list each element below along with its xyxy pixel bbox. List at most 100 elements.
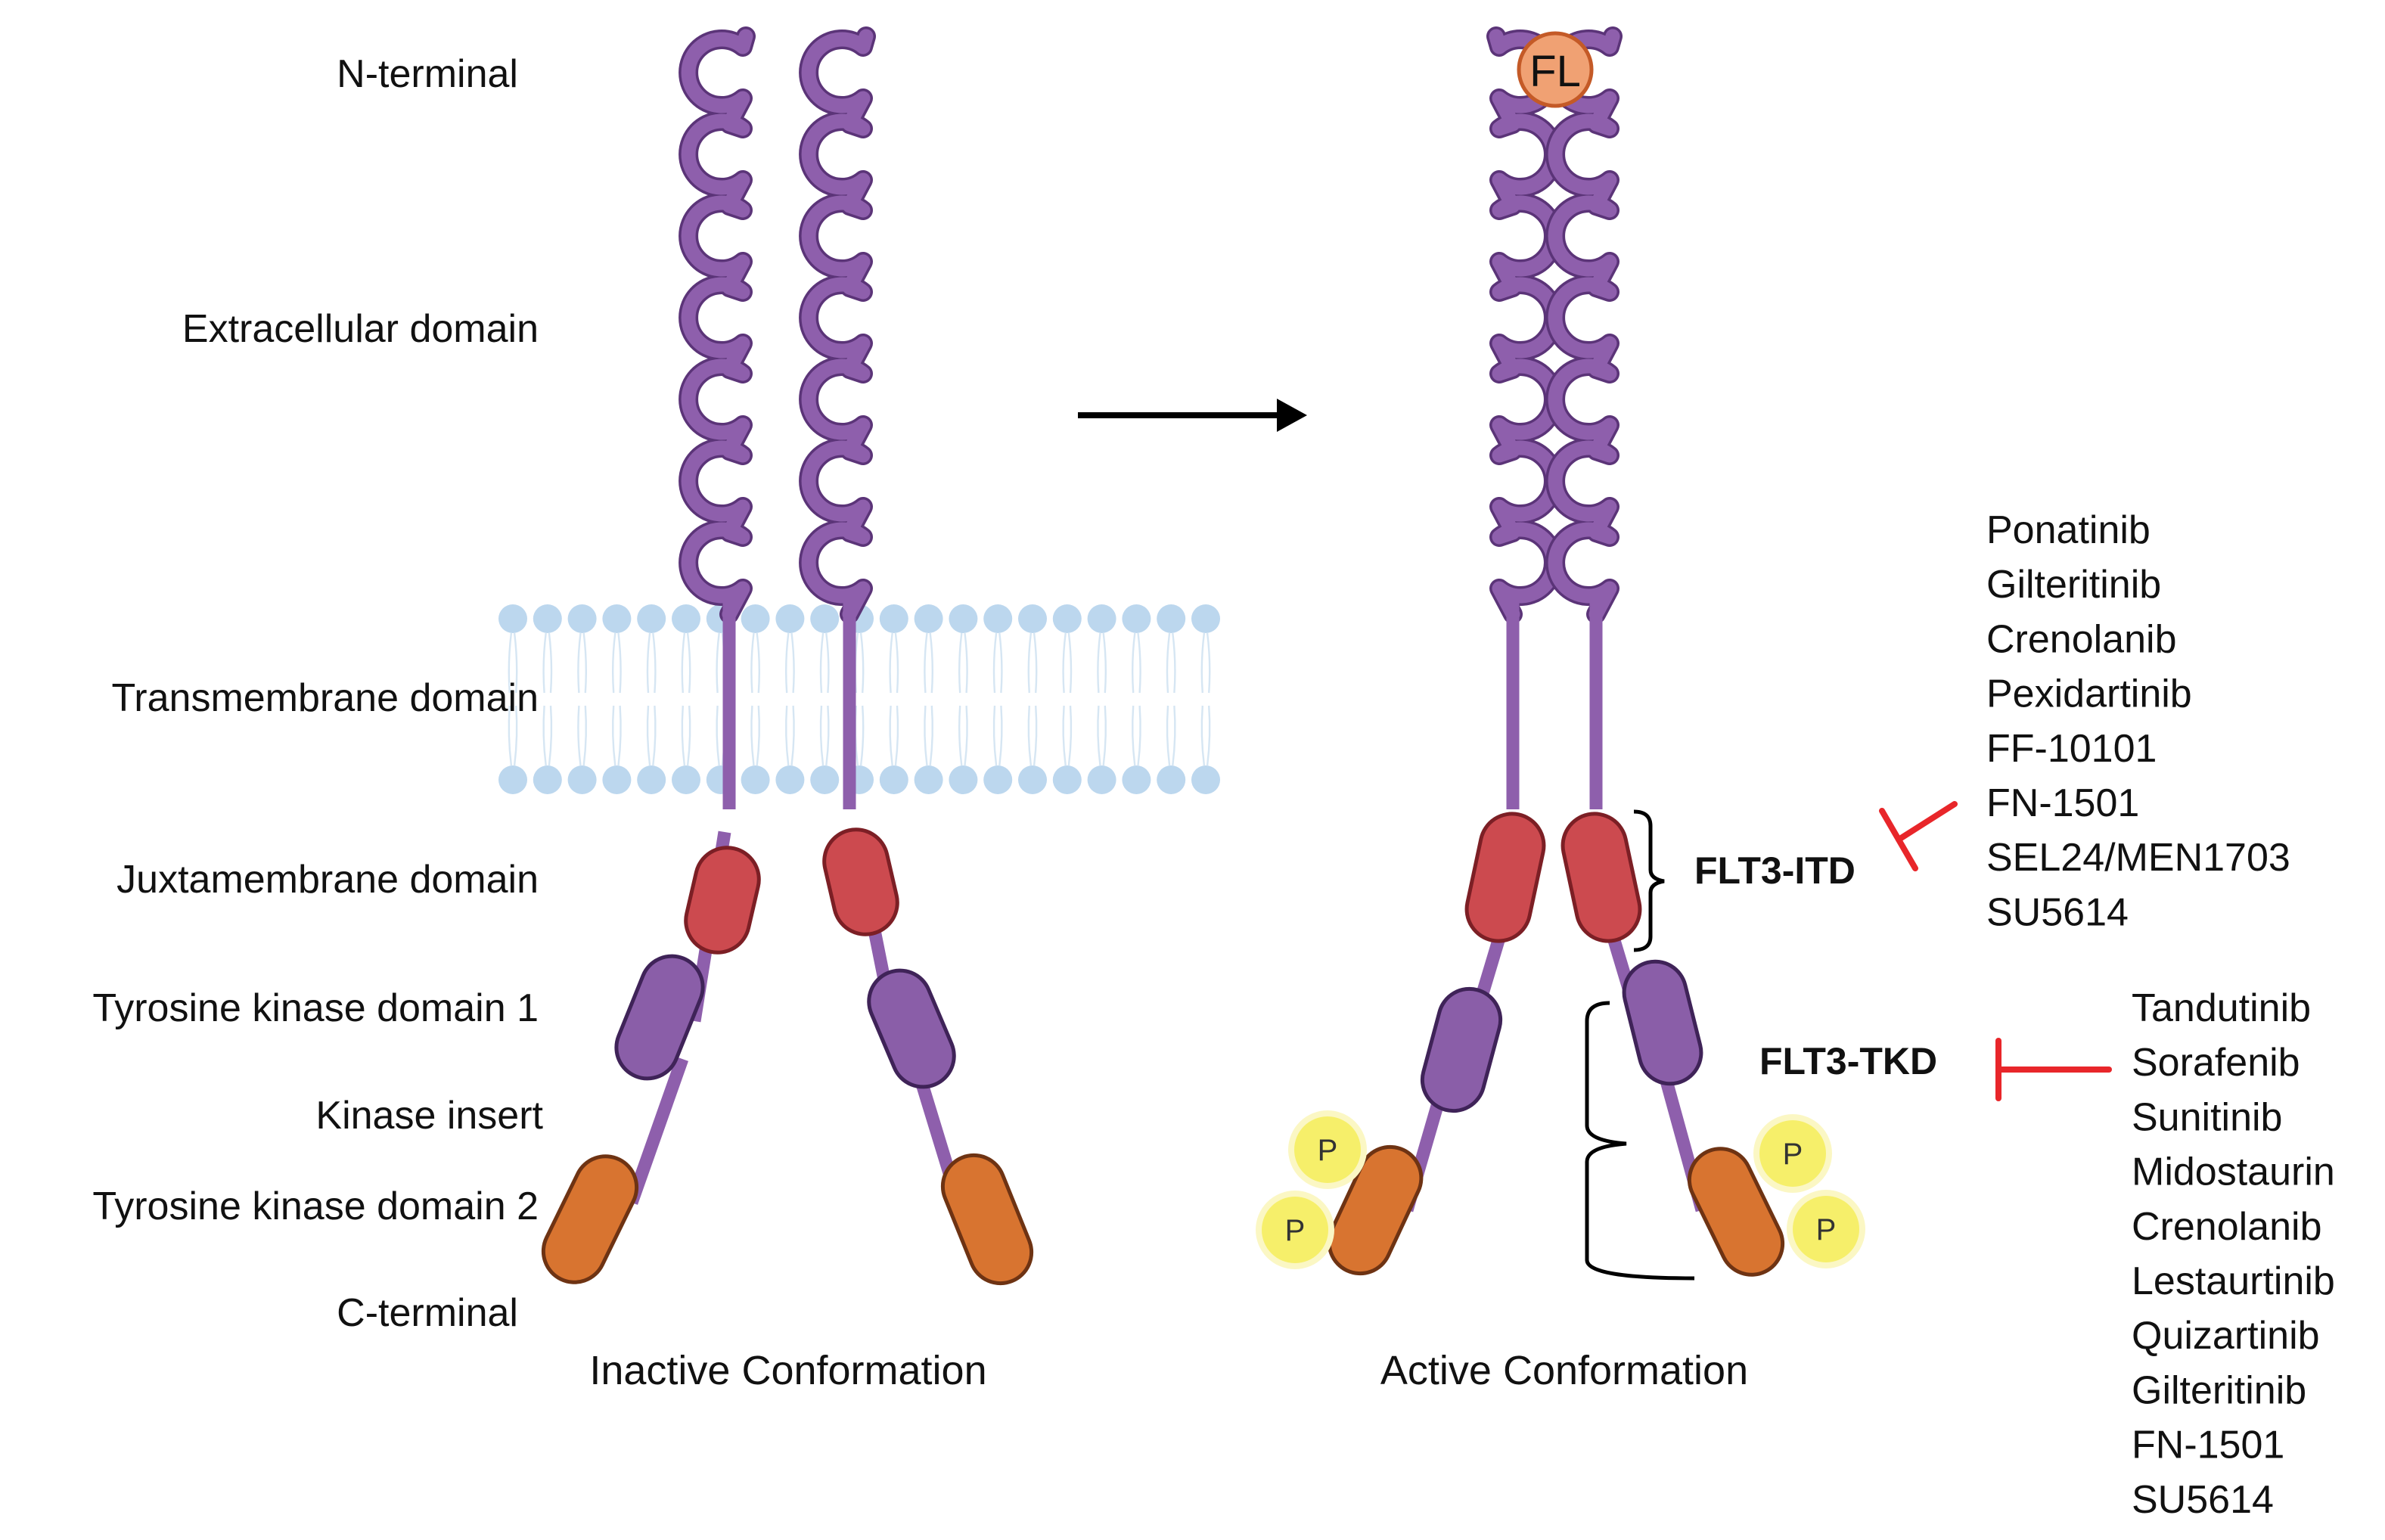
lipid-head	[1122, 765, 1151, 794]
phospho-label: P	[1285, 1214, 1306, 1247]
label-transmembrane: Transmembrane domain	[111, 676, 539, 720]
tkd-bracket	[1585, 1001, 1695, 1281]
lipid-tail	[577, 632, 582, 694]
lipid-head	[1052, 604, 1082, 633]
tkd-inhibitor-list: TandutinibSorafenibSunitinibMidostaurinC…	[2132, 986, 2335, 1522]
tkd1-inactive-left	[614, 954, 705, 1081]
lipid-head	[775, 604, 805, 633]
lipid-tail	[716, 632, 720, 694]
lipid-tail	[1206, 705, 1211, 766]
lipid-tail	[1097, 705, 1101, 766]
lipid-tail	[825, 705, 830, 766]
lipid-head	[637, 765, 666, 794]
lipid-tail	[859, 705, 865, 766]
lipid-tail	[790, 632, 795, 694]
lipid-tail	[582, 705, 588, 766]
lipid-head	[949, 765, 978, 794]
lipid-tail	[992, 705, 998, 766]
lipid-tail	[894, 632, 899, 694]
caption-active: Active Conformation	[1380, 1348, 1748, 1393]
lipid-tail	[750, 632, 755, 694]
tkd-inhibitor-7: Quizartinib	[2132, 1314, 2320, 1358]
lipid-head	[1191, 765, 1220, 794]
lipid-tail	[929, 632, 934, 694]
lipid-tail	[548, 632, 553, 694]
lipid-tail	[508, 705, 513, 766]
lipid-head	[810, 765, 840, 794]
lipid-head	[810, 604, 840, 633]
lipid-tail	[1200, 705, 1206, 766]
lipid-head	[498, 765, 527, 794]
lipid-head	[1087, 765, 1116, 794]
lipid-tail	[1067, 705, 1073, 766]
lipid-tail	[756, 705, 761, 766]
lipid-head	[949, 604, 978, 633]
tkd-inhibitor-6: Lestaurtinib	[2132, 1259, 2335, 1303]
lipid-tail	[1027, 705, 1033, 766]
lipid-tail	[1033, 632, 1038, 694]
lipid-head	[533, 604, 562, 633]
lipid-tail	[998, 632, 1003, 694]
lipid-tail	[646, 705, 651, 766]
itd-inhibition-symbol	[1879, 801, 1958, 871]
lipid-head	[1087, 604, 1116, 633]
lipid-tail	[998, 705, 1003, 766]
lipid-head	[637, 604, 666, 633]
lipid-tail	[929, 705, 934, 766]
lipid-head	[567, 604, 597, 633]
lipid-tail	[964, 632, 968, 694]
lipid-head	[879, 765, 908, 794]
lipid-tail	[1137, 632, 1141, 694]
tkd2-inactive-right	[940, 1153, 1034, 1286]
cell-membrane	[498, 604, 1220, 794]
lipid-tail	[611, 705, 616, 766]
extracellular-domain-inactive-left	[679, 26, 756, 624]
lipid-tail	[577, 705, 582, 766]
lipid-tail	[1200, 632, 1206, 694]
tkd-inhibitor-8: Gilteritinib	[2132, 1368, 2306, 1412]
itd-inhibitor-6: FN-1501	[1986, 781, 2139, 825]
lipid-tail	[889, 632, 893, 694]
lipid-head	[1191, 604, 1220, 633]
lipid-head	[672, 604, 700, 633]
tkd-inhibitor-1: Tandutinib	[2132, 986, 2311, 1030]
itd-inhibition-bar	[1879, 808, 1918, 871]
lipid-tail	[958, 705, 963, 766]
lipid-tail	[1206, 632, 1211, 694]
tkd-inhibitor-9: FN-1501	[2132, 1424, 2284, 1467]
arrow-head	[1277, 399, 1307, 432]
lipid-tail	[992, 632, 998, 694]
lipid-tail	[508, 632, 513, 694]
lipid-tail	[652, 632, 657, 694]
lipid-tail	[1131, 632, 1136, 694]
lipid-head	[914, 604, 943, 633]
lipid-head	[533, 765, 562, 794]
phospho-circle	[1759, 1120, 1826, 1187]
lipid-tail	[513, 632, 518, 694]
ig-domain-fill	[1548, 29, 1620, 622]
lipid-tail	[1062, 705, 1067, 766]
lipid-head	[1157, 765, 1186, 794]
lipid-tail	[542, 632, 547, 694]
lipid-tail	[582, 632, 588, 694]
tkd-inhibition-symbol	[1995, 1038, 2112, 1101]
phospho-label: P	[1816, 1213, 1837, 1247]
extracellular-domain-inactive-right	[799, 26, 876, 624]
lipid-head	[1018, 765, 1047, 794]
lipid-head	[567, 765, 597, 794]
lipid-tail	[924, 632, 928, 694]
lipid-head	[1052, 765, 1082, 794]
activation-arrow	[1078, 399, 1307, 432]
lipid-tail	[894, 705, 899, 766]
lipid-tail	[513, 705, 518, 766]
lipid-tail	[1027, 632, 1033, 694]
extracellular-domain-active-left	[1486, 26, 1564, 624]
lipid-tail	[859, 632, 865, 694]
ligand-fl: FL	[1517, 31, 1594, 108]
tkd1-inactive-right	[867, 968, 956, 1089]
lipid-head	[879, 604, 908, 633]
itd-label: FLT3-ITD	[1694, 849, 1856, 892]
lipid-head	[983, 765, 1013, 794]
ligand-circle	[1517, 31, 1594, 108]
